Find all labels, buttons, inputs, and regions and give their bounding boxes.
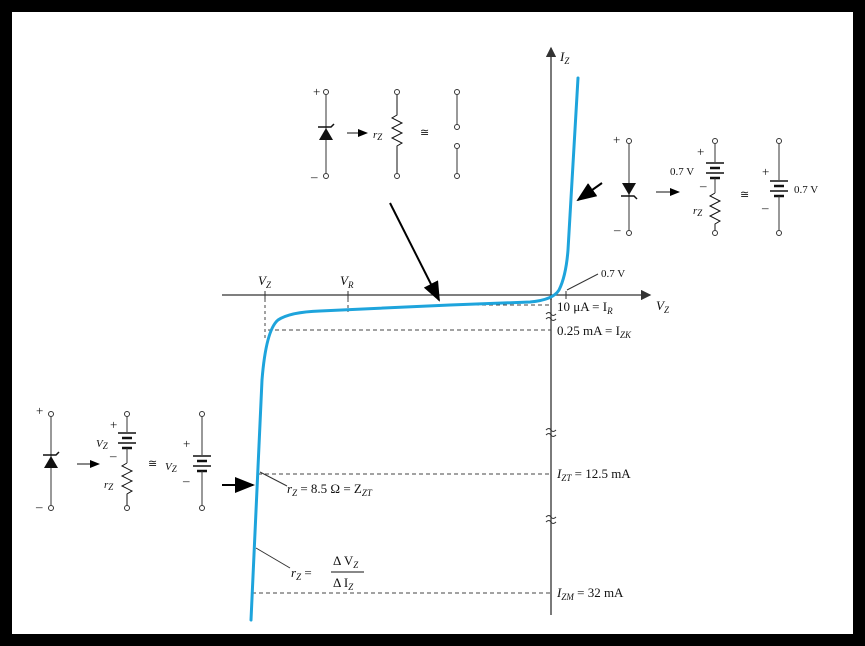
- izt-label: IZT = 12.5 mA: [556, 466, 631, 483]
- svg-text:+: +: [697, 144, 704, 159]
- resistor-icon: [120, 462, 134, 505]
- rz-leader: [259, 471, 288, 487]
- ir-label: 10 μA = IR: [557, 299, 613, 316]
- svg-text:+: +: [36, 403, 43, 418]
- resistor-icon: [708, 192, 722, 230]
- izm-label: IZM = 32 mA: [556, 585, 624, 602]
- axis-break: [545, 428, 557, 437]
- svg-text:0.7 V: 0.7 V: [670, 166, 694, 178]
- svg-text:rZ: rZ: [373, 129, 383, 142]
- svg-text:–: –: [699, 178, 707, 193]
- svg-text:–: –: [35, 499, 43, 514]
- zener-diode-icon: [319, 128, 333, 140]
- zener-characteristic-curve: [249, 76, 580, 622]
- minus-sign: –: [310, 169, 318, 184]
- vr-label: VR: [340, 273, 354, 290]
- svg-text:–: –: [613, 222, 621, 237]
- zener-diode-icon: [44, 456, 58, 468]
- svg-text:+: +: [183, 436, 190, 451]
- svg-text:VZ: VZ: [96, 438, 109, 451]
- pointer-arrow: [576, 182, 603, 202]
- formula-denominator: Δ IZ: [333, 575, 354, 592]
- reverse-bias-model: + – rZ ≅: [310, 84, 460, 184]
- diagram-canvas: [12, 12, 853, 634]
- pointer-arrow: [389, 202, 440, 302]
- svg-text:≅: ≅: [740, 189, 749, 201]
- vz-label: VZ: [258, 273, 272, 290]
- forward-bias-model: + – + 0.7 V – rZ ≅ + 0.7 V –: [576, 132, 818, 237]
- svg-text:≅: ≅: [148, 458, 157, 470]
- svg-text:–: –: [109, 448, 117, 463]
- plus-sign: +: [313, 84, 320, 99]
- svg-text:+: +: [613, 132, 620, 147]
- forward-voltage-label: 0.7 V: [601, 268, 625, 280]
- zener-diode-icon: [622, 183, 636, 195]
- svg-text:+: +: [110, 417, 117, 432]
- svg-text:–: –: [761, 200, 769, 215]
- svg-text:rZ: rZ: [693, 205, 703, 218]
- forward-voltage-leader: [566, 273, 599, 291]
- svg-text:0.7 V: 0.7 V: [794, 184, 818, 196]
- izk-label: 0.25 mA = IZK: [557, 323, 632, 340]
- svg-text:–: –: [182, 473, 190, 488]
- axis-break: [545, 515, 557, 524]
- formula-lhs: rZ =: [291, 565, 312, 582]
- formula-numerator: Δ VZ: [333, 553, 359, 570]
- resistor-icon: [390, 95, 404, 173]
- x-axis-label: VZ: [656, 298, 670, 315]
- y-axis-label: IZ: [559, 49, 570, 66]
- approx-sign: ≅: [420, 127, 429, 139]
- svg-text:rZ: rZ: [104, 479, 114, 492]
- svg-text:+: +: [762, 164, 769, 179]
- breakdown-model: + – + VZ – rZ ≅ + VZ –: [35, 403, 255, 514]
- formula-leader: [255, 547, 291, 569]
- rz-value-label: rZ = 8.5 Ω = ZZT: [287, 481, 373, 498]
- axis-break: [545, 312, 557, 321]
- svg-text:VZ: VZ: [165, 461, 178, 474]
